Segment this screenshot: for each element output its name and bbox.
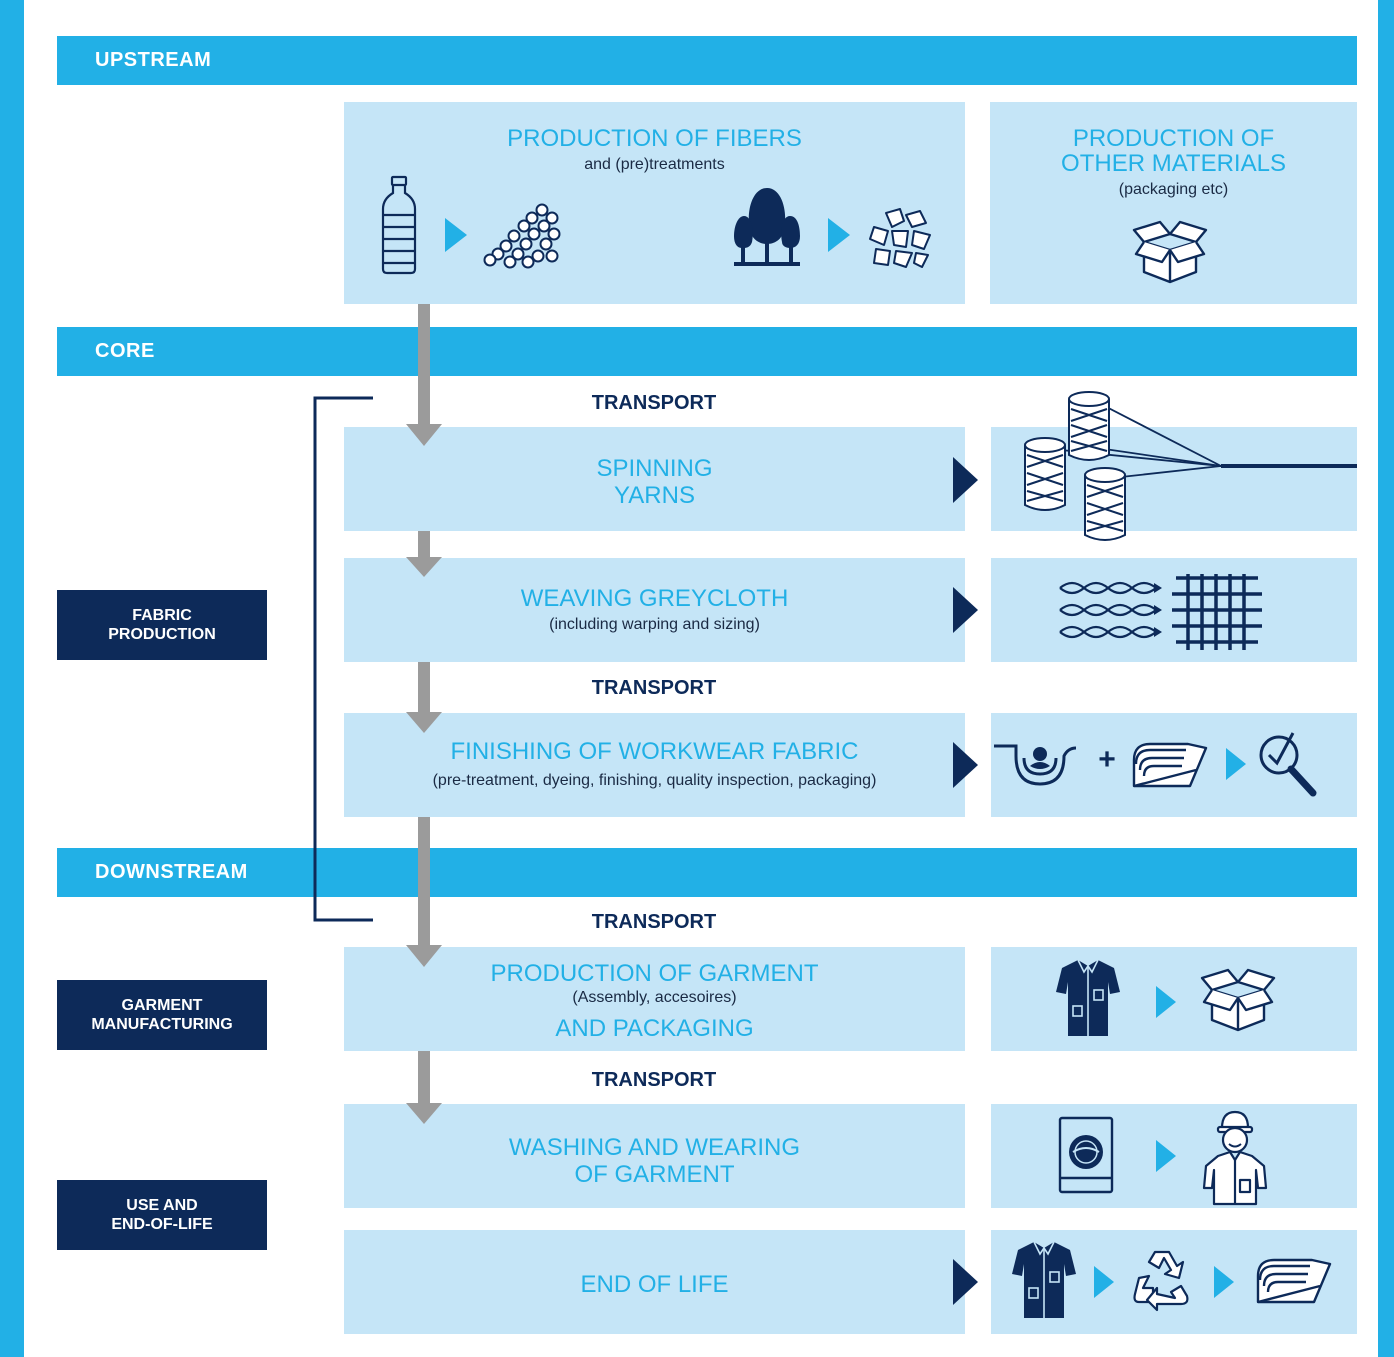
small-arrow-icon bbox=[828, 218, 850, 252]
step-title: YARNS bbox=[614, 482, 695, 509]
step-title: SPINNING bbox=[596, 455, 713, 482]
weave-icon bbox=[1059, 574, 1262, 650]
fabric-production-bracket bbox=[313, 396, 373, 922]
group-tag-line: PRODUCTION bbox=[108, 626, 216, 643]
step-subtitle: and (pre)treatments bbox=[584, 156, 725, 173]
flow-arrow-fibers-to-spinning bbox=[406, 304, 442, 446]
connector-arrow-spinning bbox=[953, 457, 978, 503]
step-production-of-other-materials: PRODUCTION OF OTHER MATERIALS (packaging… bbox=[990, 102, 1357, 304]
group-tag-use-end-of-life: USE AND END-OF-LIFE bbox=[57, 1180, 267, 1250]
stage-bar-upstream: UPSTREAM bbox=[57, 36, 1357, 85]
step-production-of-fibers: PRODUCTION OF FIBERS and (pre)treatments bbox=[344, 102, 965, 304]
step-title: END OF LIFE bbox=[580, 1271, 729, 1298]
flow-arrow-garment-to-washing bbox=[406, 1051, 442, 1124]
transport-label: TRANSPORT bbox=[591, 1069, 717, 1091]
step-title: FINISHING OF WORKWEAR FABRIC bbox=[450, 738, 859, 765]
box-icon bbox=[1200, 968, 1276, 1032]
small-arrow-icon bbox=[1226, 748, 1246, 780]
washing-machine-icon bbox=[1058, 1116, 1114, 1194]
step-title: PRODUCTION OF bbox=[1072, 125, 1275, 152]
trees-icon bbox=[734, 188, 800, 266]
spool bbox=[1068, 391, 1110, 461]
connector-arrow-weaving bbox=[953, 587, 978, 633]
step-title: WASHING AND WEARING bbox=[508, 1134, 801, 1161]
group-tag-garment-manufacturing: GARMENT MANUFACTURING bbox=[57, 980, 267, 1050]
fabric-roll-icon bbox=[1132, 742, 1208, 788]
stage-label-downstream: DOWNSTREAM bbox=[95, 861, 248, 883]
shirt-icon bbox=[1012, 1241, 1076, 1318]
worker-icon bbox=[1202, 1110, 1268, 1206]
group-tag-line: MANUFACTURING bbox=[91, 1016, 233, 1033]
group-tag-line: FABRIC bbox=[132, 607, 192, 624]
step-subtitle: (Assembly, accesoires) bbox=[572, 989, 737, 1006]
step-finishing-of-workwear-fabric: FINISHING OF WORKWEAR FABRIC (pre-treatm… bbox=[344, 713, 965, 817]
transport-label: TRANSPORT bbox=[591, 392, 717, 414]
stage-label-upstream: UPSTREAM bbox=[95, 49, 212, 71]
stage-bar-downstream: DOWNSTREAM bbox=[57, 848, 1357, 897]
flow-arrow-spinning-to-weaving bbox=[406, 531, 442, 577]
small-arrow-icon bbox=[1214, 1266, 1234, 1298]
group-tag-line: USE AND bbox=[126, 1197, 198, 1214]
spool bbox=[1084, 467, 1126, 541]
step-weaving-greycloth: WEAVING GREYCLOTH (including warping and… bbox=[344, 558, 965, 662]
connector-arrow-finishing bbox=[953, 742, 978, 788]
step-subtitle: (packaging etc) bbox=[1118, 181, 1229, 198]
group-tag-fabric-production: FABRIC PRODUCTION bbox=[57, 590, 267, 660]
recycle-icon bbox=[1133, 1250, 1189, 1312]
small-arrow-icon bbox=[445, 218, 467, 252]
plus-sign: + bbox=[1098, 743, 1116, 776]
fabric-roll-icon bbox=[1256, 1258, 1332, 1304]
stage-bar-core: CORE bbox=[57, 327, 1357, 376]
step-title: WEAVING GREYCLOTH bbox=[520, 585, 789, 612]
icon-panel-garment bbox=[991, 947, 1357, 1051]
spool bbox=[1024, 437, 1066, 511]
step-washing-and-wearing: WASHING AND WEARING OF GARMENT bbox=[344, 1104, 965, 1208]
inspection-icon bbox=[1259, 732, 1317, 797]
box-icon bbox=[1132, 220, 1208, 284]
step-subtitle: (pre-treatment, dyeing, finishing, quali… bbox=[432, 772, 877, 789]
transport-label: TRANSPORT bbox=[591, 911, 717, 933]
step-subtitle: (including warping and sizing) bbox=[549, 616, 760, 633]
step-title: OTHER MATERIALS bbox=[1061, 150, 1286, 177]
pellets-icon bbox=[483, 203, 561, 269]
shirt-icon bbox=[1056, 959, 1120, 1036]
yarn-spools-icon bbox=[1024, 391, 1357, 541]
group-tag-line: END-OF-LIFE bbox=[111, 1216, 213, 1233]
step-title: OF GARMENT bbox=[574, 1161, 735, 1188]
small-arrow-icon bbox=[1156, 986, 1176, 1018]
step-title: PRODUCTION OF GARMENT bbox=[490, 960, 819, 987]
supply-chain-diagram: UPSTREAM CORE DOWNSTREAM FABRIC PRODUCTI… bbox=[24, 0, 1378, 1357]
small-arrow-icon bbox=[1156, 1140, 1176, 1172]
step-spinning-yarns: SPINNING YARNS bbox=[344, 427, 965, 531]
group-tag-line: GARMENT bbox=[121, 997, 203, 1014]
dye-bath-icon bbox=[994, 744, 1077, 786]
step-title-secondary: AND PACKAGING bbox=[555, 1015, 754, 1042]
stage-label-core: CORE bbox=[95, 340, 155, 362]
step-production-of-garment: PRODUCTION OF GARMENT (Assembly, accesoi… bbox=[344, 947, 965, 1051]
flow-arrow-weaving-to-finishing bbox=[406, 662, 442, 733]
bottle-icon bbox=[381, 175, 417, 275]
transport-label: TRANSPORT bbox=[591, 677, 717, 699]
step-title: PRODUCTION OF FIBERS bbox=[507, 125, 802, 152]
flow-arrow-finishing-to-garment bbox=[406, 817, 442, 967]
wood-chips-icon bbox=[869, 208, 931, 268]
step-end-of-life: END OF LIFE bbox=[344, 1230, 965, 1334]
small-arrow-icon bbox=[1094, 1266, 1114, 1298]
connector-arrow-end-of-life bbox=[953, 1259, 978, 1305]
